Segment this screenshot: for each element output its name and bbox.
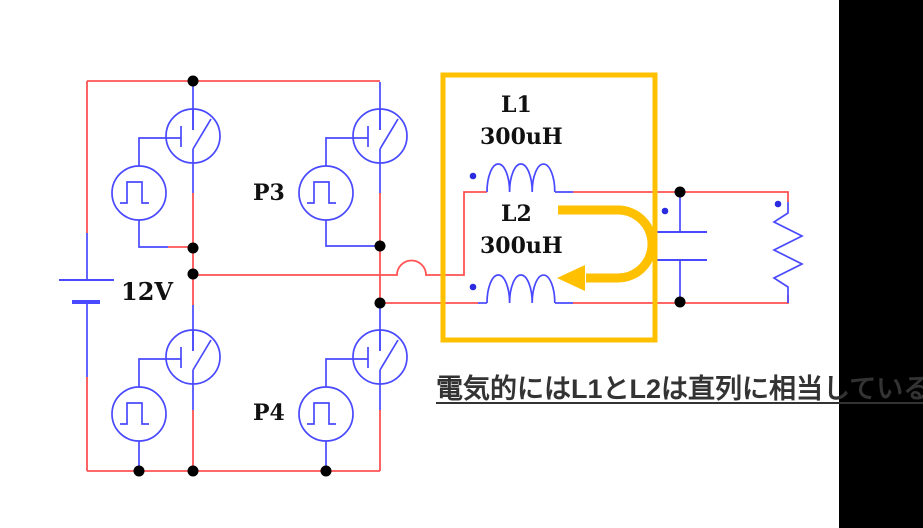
current-loop-arrow <box>557 205 657 291</box>
ul-pulse-bottom-lead <box>138 220 168 248</box>
polarity-dot-capacitor <box>661 207 669 215</box>
pulse-source-lower-right <box>298 358 368 471</box>
polarity-dot-l2 <box>469 283 477 291</box>
inductor-l1-value: 300uH <box>480 124 563 150</box>
pulse-waveform-icon <box>120 181 149 204</box>
pulse-p4-label: P4 <box>253 400 285 426</box>
pulse-p3-label: P3 <box>253 180 285 206</box>
current-loop-arrow-shaft <box>558 205 657 283</box>
junction-dot <box>187 465 199 477</box>
wire-left-mid-to-l1 <box>193 191 487 276</box>
ur-gate-lead <box>325 137 368 166</box>
ll-gate-lead <box>138 358 181 387</box>
junction-dot <box>187 268 199 280</box>
capacitor <box>655 192 707 302</box>
junction-dot <box>374 240 386 252</box>
pulse-source-upper-right <box>298 137 380 247</box>
switch-upper-left <box>165 108 221 164</box>
polarity-dot-resistor <box>774 200 782 208</box>
junction-dot <box>133 465 145 477</box>
wire-l1-to-load-top <box>573 191 789 202</box>
highlight-box <box>440 72 658 343</box>
inductor-l1-name: L1 <box>501 92 532 118</box>
ur-pulse-bottom-lead <box>325 220 380 247</box>
inductor-l2-value: 300uH <box>480 233 563 259</box>
pulse-source-lower-left <box>111 358 181 471</box>
inductor-l2-name: L2 <box>501 201 532 227</box>
black-sidebar <box>839 0 923 528</box>
pulse-waveform-icon <box>307 402 336 425</box>
polarity-dot-l1 <box>469 172 477 180</box>
junction-dot <box>320 465 332 477</box>
polarity-dots <box>469 172 782 291</box>
pulse-waveform-icon <box>120 402 149 425</box>
junction-dot <box>187 75 199 87</box>
series-equivalence-caption: 電気的にはL1とL2は直列に相当している <box>436 374 923 404</box>
component-labels: 12V P3 P4 L1 300uH L2 300uH <box>121 92 563 426</box>
junction-dot <box>674 296 686 308</box>
ul-gate-lead <box>138 137 181 166</box>
junction-dot <box>674 186 686 198</box>
pulse-source-upper-left <box>111 137 181 248</box>
current-loop-arrowhead <box>557 265 585 291</box>
switch-upper-right <box>352 108 408 164</box>
switch-lower-right <box>352 329 408 385</box>
lr-gate-lead <box>325 358 368 387</box>
pulse-waveform-icon <box>307 181 336 204</box>
junction-dot <box>374 297 386 309</box>
junction-dots <box>133 75 686 477</box>
inductor-l2 <box>478 274 573 304</box>
switch-lower-left <box>165 329 221 385</box>
junction-dot <box>187 242 199 254</box>
components-blue <box>59 82 804 471</box>
resistor-load <box>772 202 804 303</box>
inductor-l1 <box>486 163 573 193</box>
battery-voltage-label: 12V <box>121 277 173 306</box>
